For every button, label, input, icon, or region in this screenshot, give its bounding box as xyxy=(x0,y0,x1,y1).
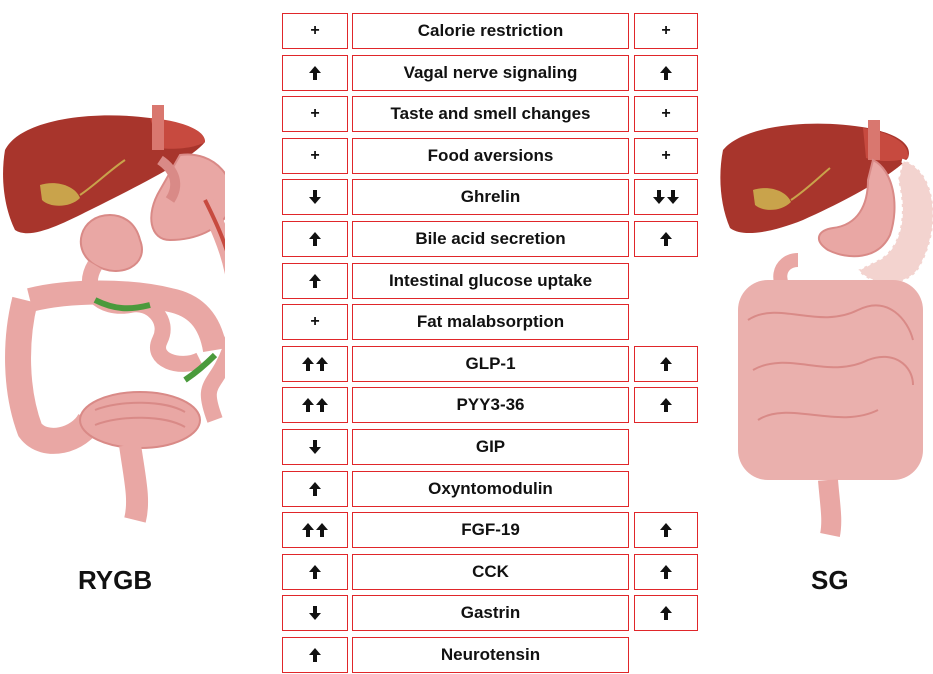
plus-sign: + xyxy=(661,105,670,123)
arrow-up-icon xyxy=(308,273,322,289)
arrow-up-icon xyxy=(659,397,673,413)
arrow-up-icon xyxy=(659,231,673,247)
mechanism-label: Vagal nerve signaling xyxy=(352,55,629,91)
arrow-up-icon xyxy=(659,65,673,81)
mechanism-label: GLP-1 xyxy=(352,346,629,382)
rygb-effect-cell xyxy=(282,221,348,257)
arrow-up-icon xyxy=(659,522,673,538)
plus-sign: + xyxy=(310,105,319,123)
mechanism-label: Calorie restriction xyxy=(352,13,629,49)
sg-effect-cell xyxy=(634,387,698,423)
plus-sign: + xyxy=(310,22,319,40)
arrow-up-icon xyxy=(315,397,329,413)
sg-effect-cell xyxy=(634,512,698,548)
sg-effect-cell: + xyxy=(634,13,698,49)
rygb-illustration xyxy=(0,90,225,550)
rygb-effect-cell: + xyxy=(282,304,348,340)
rygb-title: RYGB xyxy=(78,565,152,596)
sg-illustration xyxy=(718,110,933,550)
mechanism-label: Taste and smell changes xyxy=(352,96,629,132)
mechanism-label: Bile acid secretion xyxy=(352,221,629,257)
rygb-effect-cell: + xyxy=(282,96,348,132)
rygb-effect-cell xyxy=(282,554,348,590)
sg-title: SG xyxy=(811,565,849,596)
mechanism-label: Intestinal glucose uptake xyxy=(352,263,629,299)
sg-effect-cell xyxy=(634,55,698,91)
mechanism-label: PYY3-36 xyxy=(352,387,629,423)
rygb-effect-cell xyxy=(282,595,348,631)
sg-effect-cell xyxy=(634,221,698,257)
sg-effect-cell: + xyxy=(634,138,698,174)
mechanism-label: Ghrelin xyxy=(352,179,629,215)
mechanism-label: Neurotensin xyxy=(352,637,629,673)
rygb-effect-cell xyxy=(282,512,348,548)
rygb-effect-cell xyxy=(282,55,348,91)
mechanism-label: CCK xyxy=(352,554,629,590)
arrow-up-icon xyxy=(315,522,329,538)
arrow-up-icon xyxy=(659,564,673,580)
arrow-up-icon xyxy=(301,397,315,413)
plus-sign: + xyxy=(310,147,319,165)
mechanism-label: GIP xyxy=(352,429,629,465)
rygb-effect-cell: + xyxy=(282,138,348,174)
mechanism-label: Oxyntomodulin xyxy=(352,471,629,507)
mechanism-label: Fat malabsorption xyxy=(352,304,629,340)
mechanism-label: Gastrin xyxy=(352,595,629,631)
arrow-up-icon xyxy=(308,231,322,247)
arrow-down-icon xyxy=(652,189,666,205)
rygb-effect-cell xyxy=(282,637,348,673)
mechanism-label: FGF-19 xyxy=(352,512,629,548)
sg-effect-cell xyxy=(634,595,698,631)
rygb-effect-cell: + xyxy=(282,13,348,49)
rygb-effect-cell xyxy=(282,471,348,507)
plus-sign: + xyxy=(310,313,319,331)
arrow-down-icon xyxy=(308,439,322,455)
sg-anatomy-drawing xyxy=(718,110,933,550)
sg-effect-cell: + xyxy=(634,96,698,132)
arrow-up-icon xyxy=(308,481,322,497)
arrow-down-icon xyxy=(308,605,322,621)
arrow-up-icon xyxy=(315,356,329,372)
arrow-down-icon xyxy=(666,189,680,205)
arrow-up-icon xyxy=(659,605,673,621)
plus-sign: + xyxy=(661,147,670,165)
rygb-anatomy-drawing xyxy=(0,90,225,550)
rygb-effect-cell xyxy=(282,387,348,423)
arrow-up-icon xyxy=(308,647,322,663)
sg-effect-cell xyxy=(634,554,698,590)
arrow-down-icon xyxy=(308,189,322,205)
rygb-effect-cell xyxy=(282,263,348,299)
sg-effect-cell xyxy=(634,346,698,382)
rygb-effect-cell xyxy=(282,179,348,215)
plus-sign: + xyxy=(661,22,670,40)
rygb-effect-cell xyxy=(282,429,348,465)
arrow-up-icon xyxy=(308,65,322,81)
rygb-effect-cell xyxy=(282,346,348,382)
arrow-up-icon xyxy=(301,522,315,538)
arrow-up-icon xyxy=(301,356,315,372)
arrow-up-icon xyxy=(659,356,673,372)
sg-effect-cell xyxy=(634,179,698,215)
arrow-up-icon xyxy=(308,564,322,580)
mechanism-label: Food aversions xyxy=(352,138,629,174)
